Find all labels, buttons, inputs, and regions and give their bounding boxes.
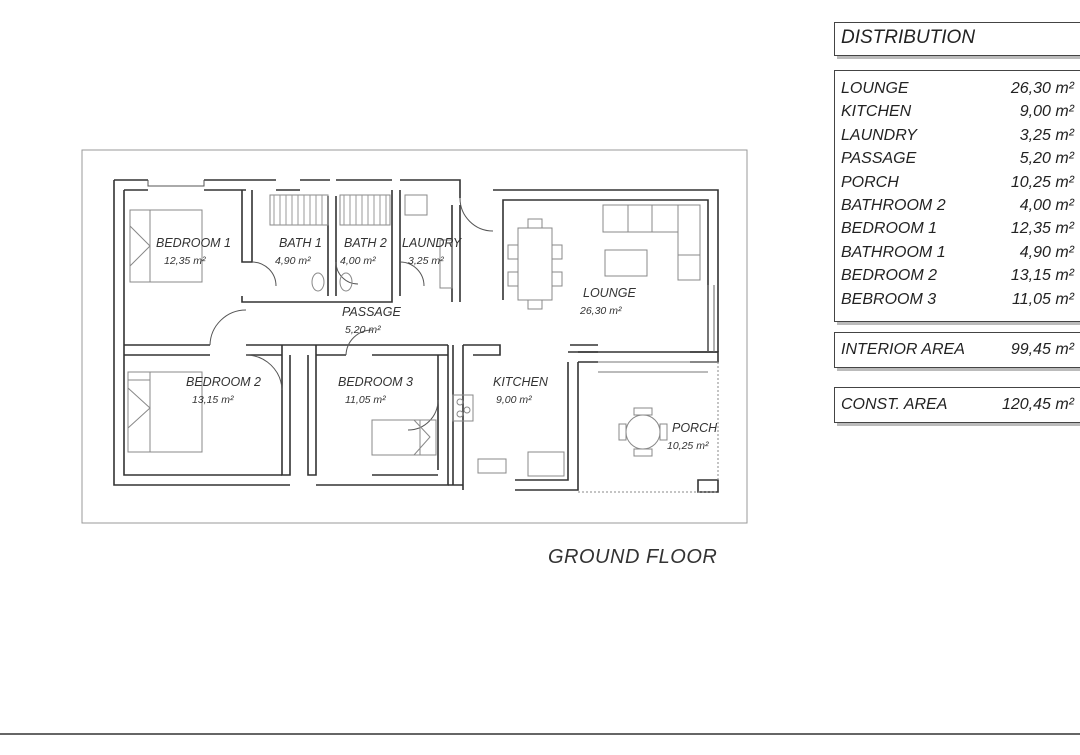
- list-item: PORCH 10,25 m²: [835, 174, 1080, 197]
- plan-caption: GROUND FLOOR: [548, 546, 718, 568]
- room-label: BATH 1: [279, 236, 322, 250]
- room-name: BATHROOM 1: [841, 243, 946, 261]
- constructed-area-label: CONST. AREA: [841, 396, 948, 413]
- room-area: 26,30 m²: [579, 305, 622, 317]
- room-area: 9,00 m²: [496, 394, 532, 406]
- interior-area-label: INTERIOR AREA: [841, 341, 965, 358]
- distribution-list: LOUNGE 26,30 m² KITCHEN 9,00 m² LAUNDRY 3,2…: [834, 70, 1080, 322]
- constructed-area-value: 120,45 m²: [1001, 396, 1074, 413]
- room-label: KITCHEN: [493, 375, 549, 389]
- room-name: PORCH: [841, 173, 899, 191]
- distribution-title: DISTRIBUTION: [841, 27, 976, 48]
- room-area-value: 11,05 m²: [1012, 290, 1074, 308]
- room-area-value: 4,90 m²: [1019, 243, 1074, 261]
- room-name: LOUNGE: [841, 80, 909, 97]
- room-area: 4,90 m²: [275, 255, 311, 267]
- room-name: BEDROOM 2: [841, 267, 938, 285]
- room-area-value: 9,00 m²: [1019, 103, 1074, 121]
- list-item: LOUNGE 26,30 m²: [835, 80, 1080, 103]
- room-label: LOUNGE: [583, 286, 636, 300]
- list-item: BATHROOM 2 4,00 m²: [835, 197, 1080, 220]
- exterior-walls: [113, 179, 719, 493]
- room-area-value: 26,30 m²: [1010, 80, 1074, 97]
- room-area-value: 4,00 m²: [1019, 196, 1074, 214]
- plan-frame: [81, 149, 748, 524]
- room-name: BEBROOM 3: [841, 290, 937, 308]
- list-item: PASSAGE 5,20 m²: [835, 150, 1080, 173]
- room-area-value: 12,35 m²: [1010, 220, 1074, 238]
- room-area-value: 13,15 m²: [1010, 267, 1074, 285]
- list-item: BATHROOM 1 4,90 m²: [835, 244, 1080, 267]
- interior-area-box: INTERIOR AREA 99,45 m²: [834, 332, 1080, 368]
- room-area: 5,20 m²: [345, 324, 381, 336]
- constructed-area-box: CONST. AREA 120,45 m²: [834, 387, 1080, 423]
- room-label: BATH 2: [344, 236, 387, 250]
- room-name: BATHROOM 2: [841, 196, 946, 214]
- room-area: 12,35 m²: [164, 255, 206, 267]
- room-area: 13,15 m²: [192, 394, 234, 406]
- list-item: BEBROOM 3 11,05 m²: [835, 291, 1080, 314]
- room-name: KITCHEN: [841, 103, 912, 121]
- list-item: LAUNDRY 3,25 m²: [835, 127, 1080, 150]
- list-item: KITCHEN 9,00 m²: [835, 103, 1080, 126]
- interior-area-value: 99,45 m²: [1010, 341, 1074, 358]
- distribution-header: DISTRIBUTION: [834, 22, 1080, 56]
- room-name: PASSAGE: [841, 150, 917, 168]
- room-label: BEDROOM 3: [338, 375, 413, 389]
- room-area: 10,25 m²: [667, 440, 709, 452]
- list-item: BEDROOM 1 12,35 m²: [835, 220, 1080, 243]
- room-area-value: 5,20 m²: [1019, 150, 1074, 168]
- room-area: 3,25 m²: [408, 255, 444, 267]
- room-label: PORCH: [672, 421, 718, 435]
- room-label: BEDROOM 1: [156, 236, 231, 250]
- bottom-divider: [0, 733, 1080, 735]
- room-label: LAUNDRY: [402, 236, 463, 250]
- room-label: BEDROOM 2: [186, 375, 261, 389]
- door-swings: [147, 180, 494, 431]
- room-area: 4,00 m²: [340, 255, 376, 267]
- room-area-value: 3,25 m²: [1019, 126, 1074, 144]
- room-labels: BEDROOM 1 12,35 m² BATH 1 4,90 m² BATH 2…: [156, 236, 718, 452]
- list-item: BEDROOM 2 13,15 m²: [835, 267, 1080, 290]
- furniture: [127, 194, 701, 477]
- room-area: 11,05 m²: [345, 394, 386, 406]
- room-name: LAUNDRY: [841, 126, 917, 144]
- room-name: BEDROOM 1: [841, 220, 938, 238]
- room-label: PASSAGE: [342, 305, 401, 319]
- room-area-value: 10,25 m²: [1010, 173, 1074, 191]
